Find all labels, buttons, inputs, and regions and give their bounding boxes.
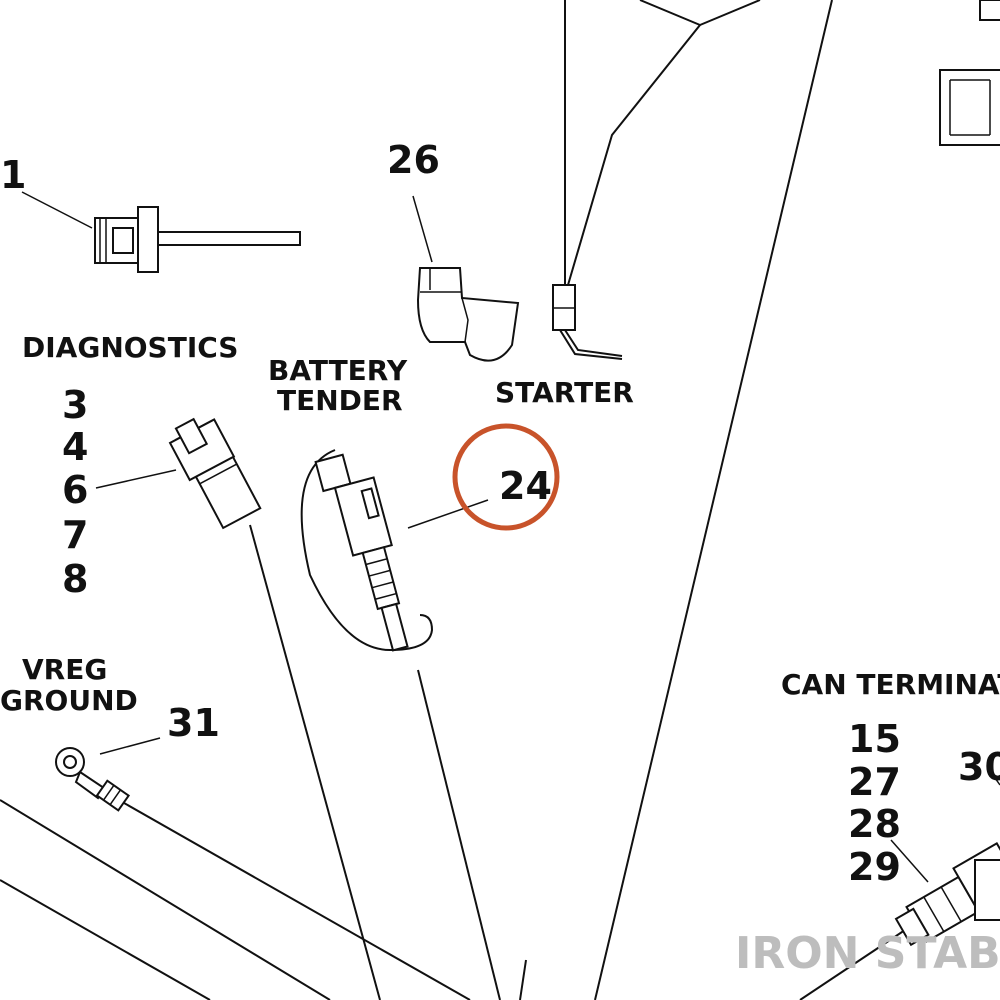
highlight-circle <box>452 423 560 531</box>
relay-block <box>939 0 1000 146</box>
vreg-ground-terminal <box>55 737 161 812</box>
callout-diag-3: 3 <box>62 383 88 427</box>
callout-can-15: 15 <box>848 717 901 761</box>
callout-can-28: 28 <box>848 802 901 846</box>
callout-30: 30 <box>958 745 1000 789</box>
label-vreg: VREG <box>22 653 107 686</box>
battery-tender-connector <box>300 449 489 652</box>
label-tender: TENDER <box>277 384 403 417</box>
part-1-sensor-connector <box>21 191 301 273</box>
callout-diag-6: 6 <box>62 468 88 512</box>
callout-31: 31 <box>167 701 220 745</box>
callout-26: 26 <box>387 138 440 182</box>
callout-diag-7: 7 <box>62 513 88 557</box>
callout-can-27: 27 <box>848 760 901 804</box>
callout-24: 24 <box>499 464 552 508</box>
diagnostics-connector <box>95 417 262 530</box>
callout-diag-8: 8 <box>62 557 88 601</box>
label-diagnostics: DIAGNOSTICS <box>22 331 238 364</box>
harness-wires <box>0 0 906 1000</box>
part-26-starter-boot <box>412 195 520 362</box>
callout-1: 1 <box>0 153 26 197</box>
watermark: IRON STABLE <box>735 928 1000 979</box>
callout-can-29: 29 <box>848 845 901 889</box>
starter-terminal <box>552 284 623 360</box>
label-starter: STARTER <box>495 376 634 409</box>
callout-diag-4: 4 <box>62 425 88 469</box>
label-battery: BATTERY <box>268 354 408 387</box>
label-can-termination: CAN TERMINATION <box>781 668 1000 701</box>
part-30-connector <box>974 777 1000 921</box>
label-ground: GROUND <box>0 684 138 717</box>
